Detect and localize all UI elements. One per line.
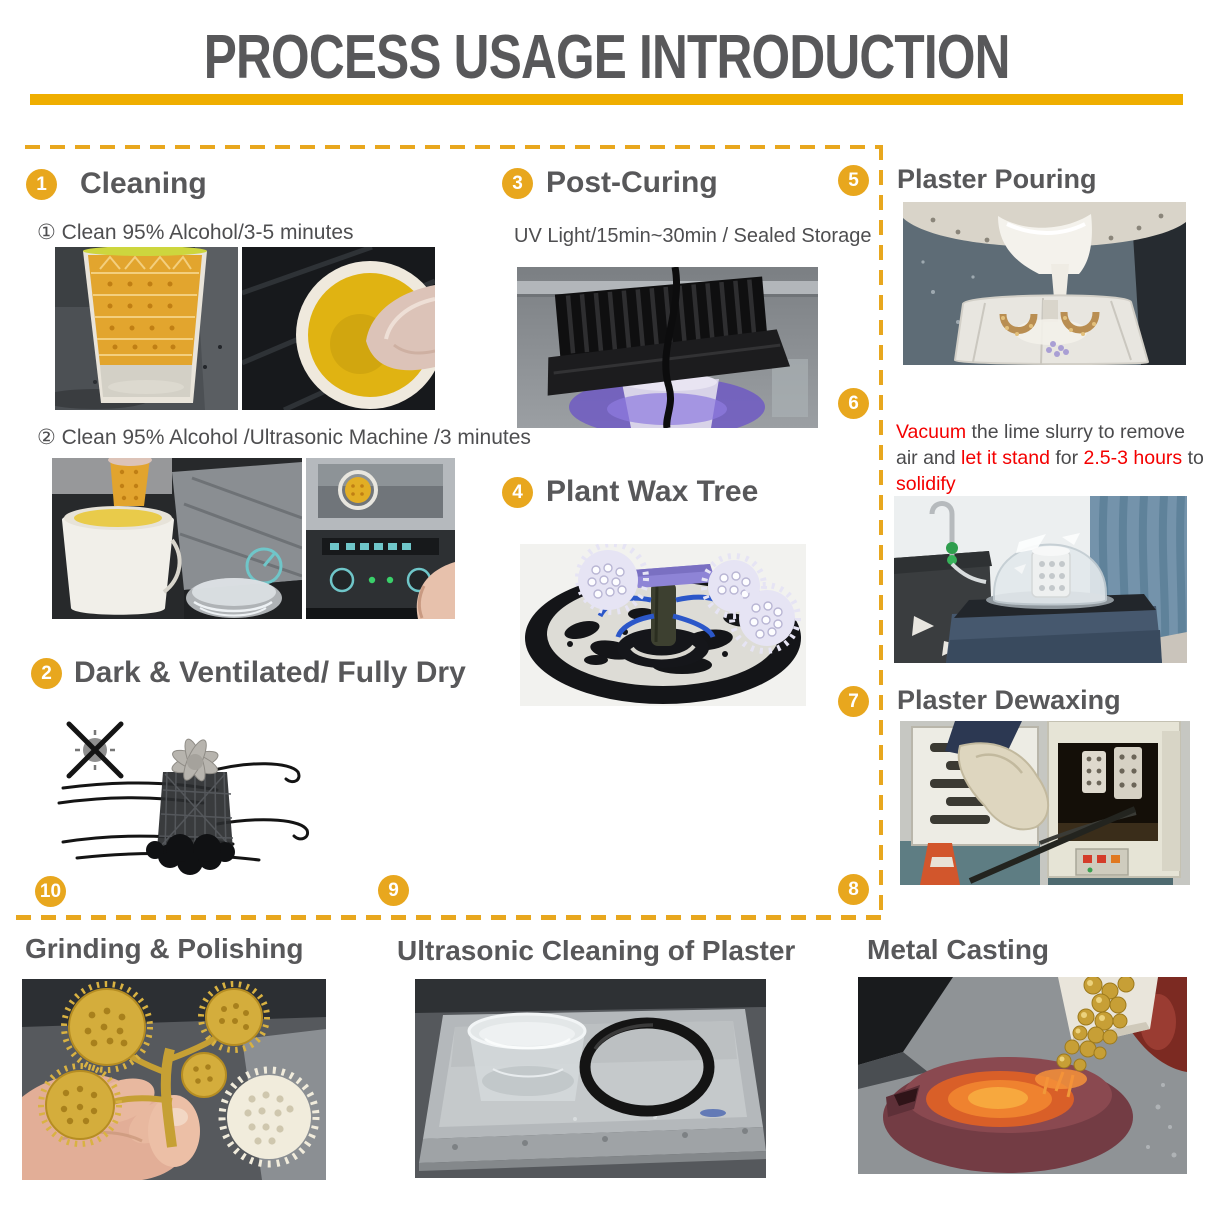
step-5-title: Plaster Pouring	[897, 164, 1097, 194]
gold-filigree-disk	[38, 1063, 122, 1147]
note-part: the lime slurry to remove air and	[896, 421, 1185, 469]
step-6-badge: 6	[838, 388, 869, 419]
gold-filigree-disk	[181, 1052, 227, 1098]
step-10-title: Grinding & Polishing	[25, 933, 304, 964]
photo-metal-casting	[858, 977, 1187, 1174]
process-box-border-right	[879, 145, 883, 918]
step-4-title: Plant Wax Tree	[546, 475, 759, 508]
step-6-note: Vacuum the lime slurry to remove air and…	[896, 420, 1204, 498]
title-underline-bar	[30, 94, 1183, 105]
note-part: Vacuum	[896, 421, 967, 443]
photo-dewaxing-furnace	[900, 721, 1190, 885]
step-9-badge: 9	[378, 875, 409, 906]
step-2-title: Dark & Ventilated/ Fully Dry	[74, 656, 466, 689]
page-title: PROCESS USAGE INTRODUCTION	[204, 23, 1011, 92]
lattice-flower	[575, 544, 649, 615]
step-3-badge: 3	[502, 168, 533, 199]
photo-ultrasonic-plaster-cleaning	[415, 979, 766, 1178]
step-10-badge: 10	[35, 876, 66, 907]
note-part: let it stand	[961, 446, 1050, 469]
step-1-title: Cleaning	[80, 167, 207, 200]
step-2-badge: 2	[31, 658, 62, 689]
note-part: 2.5-3 hours	[1083, 446, 1183, 469]
photo-alcohol-bowl-hand-wash	[242, 247, 435, 410]
note-part: solidify	[896, 472, 956, 495]
no-sunlight-icon	[66, 721, 124, 779]
photo-vacuum-chamber	[894, 496, 1187, 663]
step-1-badge: 1	[26, 169, 57, 200]
lattice-flower	[729, 582, 801, 654]
step-1-instruction-2: ② Clean 95% Alcohol /Ultrasonic Machine …	[37, 426, 531, 449]
process-box-border-top	[25, 145, 881, 149]
gold-filigree-disk	[198, 981, 270, 1053]
step-8-title: Metal Casting	[867, 934, 1050, 965]
step-8-badge: 8	[838, 874, 869, 905]
step-1-instruction-1: ① Clean 95% Alcohol/3-5 minutes	[37, 221, 354, 244]
photo-ultrasonic-cleaner	[306, 458, 455, 619]
step-9-title: Ultrasonic Cleaning of Plaster	[397, 935, 796, 966]
process-box-border-bottom	[16, 915, 883, 920]
photo-wax-tree-on-base	[520, 544, 806, 706]
step-4-badge: 4	[502, 477, 533, 508]
step-5-badge: 5	[838, 165, 869, 196]
note-part: to	[1182, 446, 1204, 469]
note-part: for	[1049, 446, 1084, 469]
step-7-title: Plaster Dewaxing	[897, 685, 1121, 715]
step-3-instruction: UV Light/15min~30min / Sealed Storage	[514, 225, 872, 247]
printed-tree-illustration	[146, 738, 235, 875]
gold-filigree-disk	[61, 981, 153, 1073]
step-7-badge: 7	[838, 686, 869, 717]
white-resin-piece	[218, 1066, 320, 1168]
photo-plaster-pouring	[903, 202, 1186, 365]
step-3-title: Post-Curing	[546, 166, 718, 199]
photo-uv-curing-lamp	[517, 267, 818, 428]
photo-resin-cup-in-alcohol	[55, 247, 238, 410]
illustration-dark-ventilated-drying	[55, 710, 325, 875]
photo-grinding-polishing	[22, 979, 326, 1180]
photo-bucket-and-ultrasonic-machine	[52, 458, 302, 619]
